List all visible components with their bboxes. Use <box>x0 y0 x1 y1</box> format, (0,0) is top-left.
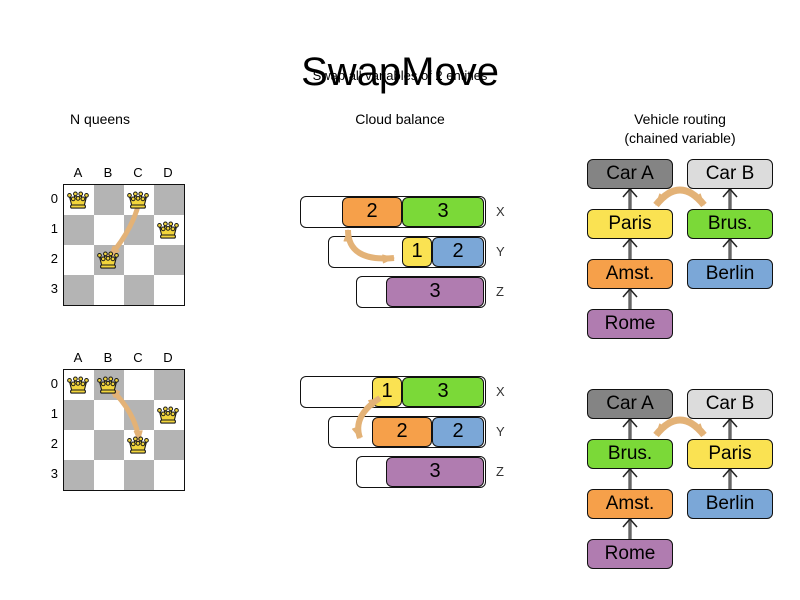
routing-heading-line2: (chained variable) <box>624 130 736 146</box>
board-cell-C0[interactable] <box>124 370 154 400</box>
section-heading-routing: Vehicle routing (chained variable) <box>580 110 780 148</box>
board-cell-B1[interactable] <box>94 215 124 245</box>
board-cell-D3[interactable] <box>154 460 184 490</box>
board-cell-C1[interactable] <box>124 215 154 245</box>
board-row-label-2: 2 <box>50 436 58 451</box>
board-cell-B1[interactable] <box>94 400 124 430</box>
board-cell-B3[interactable] <box>94 275 124 305</box>
cloud-process-X-1[interactable]: 2 <box>342 197 402 227</box>
section-heading-nqueens: N queens <box>70 111 130 127</box>
board-row-label-2: 2 <box>50 251 58 266</box>
cloud-process-X-2[interactable]: 3 <box>402 377 484 407</box>
queen-C2[interactable] <box>123 429 153 459</box>
cloud-process-X-1[interactable]: 1 <box>372 377 402 407</box>
section-heading-cloud: Cloud balance <box>355 111 445 127</box>
board-row-label-0: 0 <box>50 191 58 206</box>
queen-A0[interactable] <box>63 369 93 399</box>
board-cell-C3[interactable] <box>124 275 154 305</box>
board-cell-A1[interactable] <box>64 400 94 430</box>
board-column-label-A: A <box>73 350 83 365</box>
routing-node-cara[interactable]: Car A <box>587 389 673 419</box>
cloud-process-Y-1[interactable]: 2 <box>372 417 432 447</box>
routing-node-amst[interactable]: Amst. <box>587 489 673 519</box>
board-cell-D0[interactable] <box>154 185 184 215</box>
cloud-process-X-2[interactable]: 3 <box>402 197 484 227</box>
board-column-label-D: D <box>163 165 173 180</box>
cloud-computer-label-Y: Y <box>496 244 505 259</box>
routing-node-berlin[interactable]: Berlin <box>687 489 773 519</box>
board-cell-B0[interactable] <box>94 185 124 215</box>
board-row-label-1: 1 <box>50 221 58 236</box>
cloud-process-Z-1[interactable]: 3 <box>386 457 484 487</box>
board-column-label-B: B <box>103 165 113 180</box>
board-cell-D2[interactable] <box>154 430 184 460</box>
board-row-label-3: 3 <box>50 466 58 481</box>
cloud-computer-label-Z: Z <box>496 464 504 479</box>
cloud-process-Y-2[interactable]: 2 <box>432 237 484 267</box>
board-column-label-B: B <box>103 350 113 365</box>
routing-node-rome[interactable]: Rome <box>587 309 673 339</box>
routing-heading-line1: Vehicle routing <box>634 111 726 127</box>
routing-node-cara[interactable]: Car A <box>587 159 673 189</box>
board-cell-D2[interactable] <box>154 245 184 275</box>
queen-D1[interactable] <box>153 399 183 429</box>
routing-node-amst[interactable]: Amst. <box>587 259 673 289</box>
page-title: SwapMove <box>301 49 499 94</box>
board-cell-B2[interactable] <box>94 430 124 460</box>
queen-B2[interactable] <box>93 244 123 274</box>
routing-node-carb[interactable]: Car B <box>687 159 773 189</box>
board-cell-C3[interactable] <box>124 460 154 490</box>
queen-C0[interactable] <box>123 184 153 214</box>
board-cell-C1[interactable] <box>124 400 154 430</box>
page-subtitle: Swap all variables of 2 entities <box>312 68 488 83</box>
cloud-computer-label-X: X <box>496 204 505 219</box>
cloud-computer-label-X: X <box>496 384 505 399</box>
queen-A0[interactable] <box>63 184 93 214</box>
board-row-label-0: 0 <box>50 376 58 391</box>
routing-node-paris[interactable]: Paris <box>587 209 673 239</box>
queen-D1[interactable] <box>153 214 183 244</box>
board-cell-B3[interactable] <box>94 460 124 490</box>
board-cell-A3[interactable] <box>64 460 94 490</box>
routing-node-carb[interactable]: Car B <box>687 389 773 419</box>
routing-node-brus[interactable]: Brus. <box>587 439 673 469</box>
board-cell-A2[interactable] <box>64 245 94 275</box>
routing-node-paris[interactable]: Paris <box>687 439 773 469</box>
cloud-computer-label-Y: Y <box>496 424 505 439</box>
board-cell-D3[interactable] <box>154 275 184 305</box>
board-column-label-A: A <box>73 165 83 180</box>
board-cell-C2[interactable] <box>124 245 154 275</box>
cloud-process-Y-2[interactable]: 2 <box>432 417 484 447</box>
routing-node-brus[interactable]: Brus. <box>687 209 773 239</box>
board-column-label-D: D <box>163 350 173 365</box>
board-cell-A1[interactable] <box>64 215 94 245</box>
cloud-computer-label-Z: Z <box>496 284 504 299</box>
cloud-process-Z-1[interactable]: 3 <box>386 277 484 307</box>
board-row-label-3: 3 <box>50 281 58 296</box>
queen-B0[interactable] <box>93 369 123 399</box>
board-column-label-C: C <box>133 165 143 180</box>
board-column-label-C: C <box>133 350 143 365</box>
routing-node-berlin[interactable]: Berlin <box>687 259 773 289</box>
board-row-label-1: 1 <box>50 406 58 421</box>
nqueens-board-after[interactable]: A B C D 0 1 2 3 <box>18 351 218 515</box>
board-cell-A3[interactable] <box>64 275 94 305</box>
nqueens-board-before[interactable]: A B C D 0 1 2 3 <box>18 166 218 330</box>
routing-node-rome[interactable]: Rome <box>587 539 673 569</box>
board-cell-D0[interactable] <box>154 370 184 400</box>
board-cell-A2[interactable] <box>64 430 94 460</box>
cloud-process-Y-1[interactable]: 1 <box>402 237 432 267</box>
